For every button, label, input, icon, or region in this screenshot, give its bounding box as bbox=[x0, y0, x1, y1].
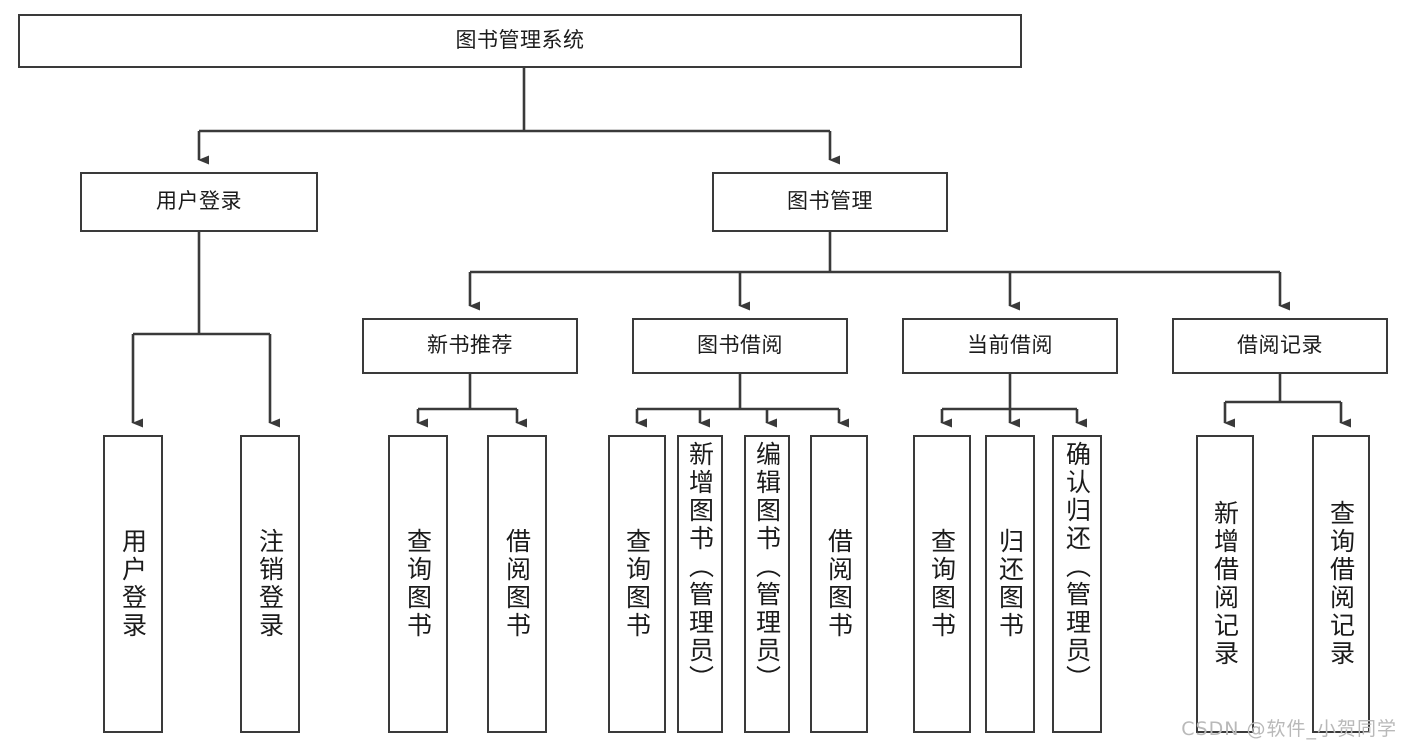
leaf-borrow-book-new[interactable]: 借阅图书 bbox=[487, 435, 547, 733]
watermark: CSDN @软件_小贺同学 bbox=[1181, 718, 1397, 740]
node-book-management[interactable]: 图书管理 bbox=[712, 172, 948, 232]
leaf-query-borrow-record[interactable]: 查询借阅记录 bbox=[1312, 435, 1370, 733]
leaf-add-book-admin[interactable]: 新增图书（管理员） bbox=[677, 435, 723, 733]
leaf-return-book[interactable]: 归还图书 bbox=[985, 435, 1035, 733]
leaf-return-book-label: 归还图书 bbox=[995, 528, 1025, 640]
leaf-query-book-current-label: 查询图书 bbox=[927, 528, 957, 640]
node-new-book-recommend[interactable]: 新书推荐 bbox=[362, 318, 578, 374]
leaf-confirm-return-admin[interactable]: 确认归还（管理员） bbox=[1052, 435, 1102, 733]
leaf-query-book-new[interactable]: 查询图书 bbox=[388, 435, 448, 733]
leaf-query-book-new-label: 查询图书 bbox=[403, 528, 433, 640]
leaf-query-book-current[interactable]: 查询图书 bbox=[913, 435, 971, 733]
node-user-login-label: 用户登录 bbox=[156, 189, 242, 214]
leaf-confirm-return-admin-label: 确认归还（管理员） bbox=[1062, 441, 1092, 693]
leaf-add-borrow-record[interactable]: 新增借阅记录 bbox=[1196, 435, 1254, 733]
node-new-book-recommend-label: 新书推荐 bbox=[427, 333, 513, 358]
node-current-borrow[interactable]: 当前借阅 bbox=[902, 318, 1118, 374]
leaf-user-logout-label: 注销登录 bbox=[255, 528, 285, 640]
node-user-login[interactable]: 用户登录 bbox=[80, 172, 318, 232]
leaf-add-borrow-record-label: 新增借阅记录 bbox=[1210, 500, 1240, 668]
node-book-borrow-label: 图书借阅 bbox=[697, 333, 783, 358]
leaf-borrow-book[interactable]: 借阅图书 bbox=[810, 435, 868, 733]
node-borrow-records[interactable]: 借阅记录 bbox=[1172, 318, 1388, 374]
leaf-add-book-admin-label: 新增图书（管理员） bbox=[685, 441, 715, 693]
leaf-borrow-book-label: 借阅图书 bbox=[824, 528, 854, 640]
leaf-query-borrow-record-label: 查询借阅记录 bbox=[1326, 500, 1356, 668]
leaf-edit-book-admin[interactable]: 编辑图书（管理员） bbox=[744, 435, 790, 733]
leaf-user-login-label: 用户登录 bbox=[118, 528, 148, 640]
node-root-label: 图书管理系统 bbox=[455, 28, 585, 53]
node-book-management-label: 图书管理 bbox=[787, 189, 873, 214]
node-root[interactable]: 图书管理系统 bbox=[18, 14, 1022, 68]
leaf-user-login[interactable]: 用户登录 bbox=[103, 435, 163, 733]
node-borrow-records-label: 借阅记录 bbox=[1237, 333, 1323, 358]
node-current-borrow-label: 当前借阅 bbox=[967, 333, 1053, 358]
leaf-user-logout[interactable]: 注销登录 bbox=[240, 435, 300, 733]
leaf-edit-book-admin-label: 编辑图书（管理员） bbox=[752, 441, 782, 693]
node-book-borrow[interactable]: 图书借阅 bbox=[632, 318, 848, 374]
leaf-query-book-borrow-label: 查询图书 bbox=[622, 528, 652, 640]
leaf-query-book-borrow[interactable]: 查询图书 bbox=[608, 435, 666, 733]
leaf-borrow-book-new-label: 借阅图书 bbox=[502, 528, 532, 640]
